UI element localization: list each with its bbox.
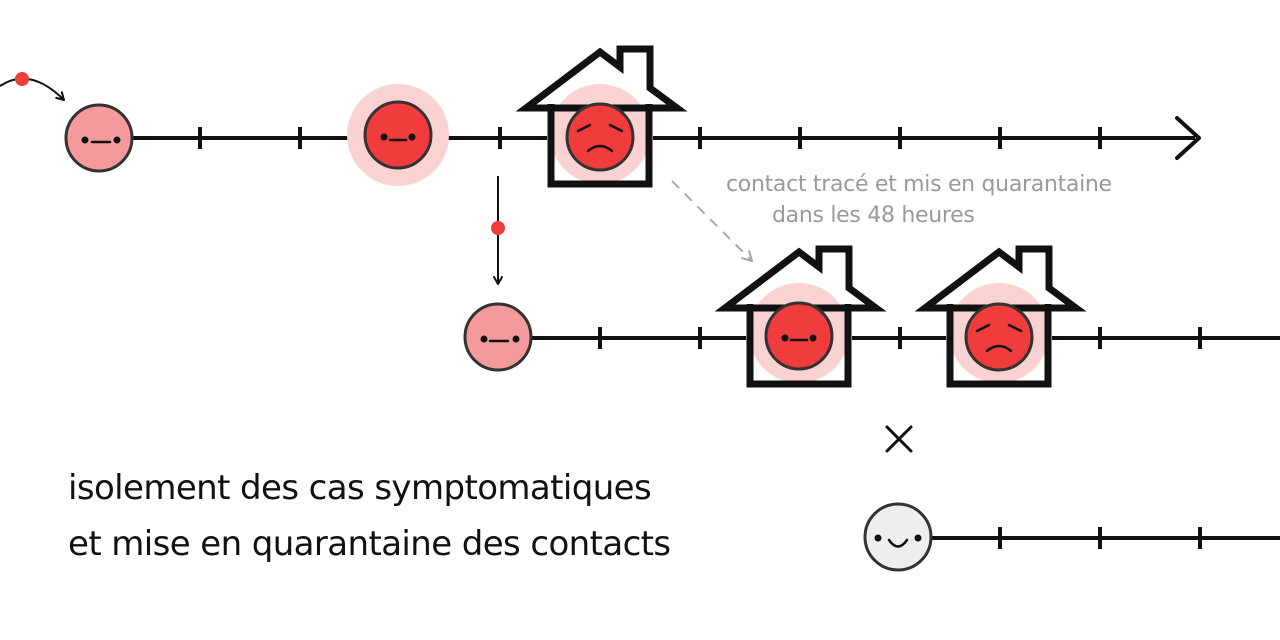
timeline-ticks — [198, 127, 1102, 149]
transmission-dot — [491, 221, 505, 235]
sad-face-icon — [565, 102, 635, 172]
annotation-line-1: contact tracé et mis en quarantaine — [726, 172, 1112, 197]
caption-line-1: isolement des cas symptomatiques — [68, 468, 652, 508]
cross-icon — [885, 425, 913, 453]
neutral-face-icon — [463, 302, 533, 372]
annotation-line-2: dans les 48 heures — [772, 203, 975, 228]
timeline-ticks — [598, 327, 1202, 349]
timeline-row-3 — [863, 502, 1280, 572]
transmission-dot — [15, 72, 29, 86]
transmission-arrow-down — [491, 176, 505, 285]
timeline-row-1 — [0, 45, 1201, 190]
neutral-face-icon — [363, 100, 433, 170]
annotation-arrow — [671, 180, 753, 262]
smiling-face-icon — [863, 502, 933, 572]
sad-face-icon — [964, 302, 1034, 372]
caption-line-2: et mise en quarantaine des contacts — [68, 524, 671, 564]
curved-arrow-icon — [0, 77, 65, 101]
timeline-ticks — [998, 527, 1202, 549]
neutral-face-icon — [764, 301, 834, 371]
timeline-row-2 — [463, 245, 1280, 390]
incoming-transmission — [0, 72, 65, 101]
arrow-right-icon — [1175, 116, 1201, 160]
neutral-face-icon — [64, 103, 134, 173]
